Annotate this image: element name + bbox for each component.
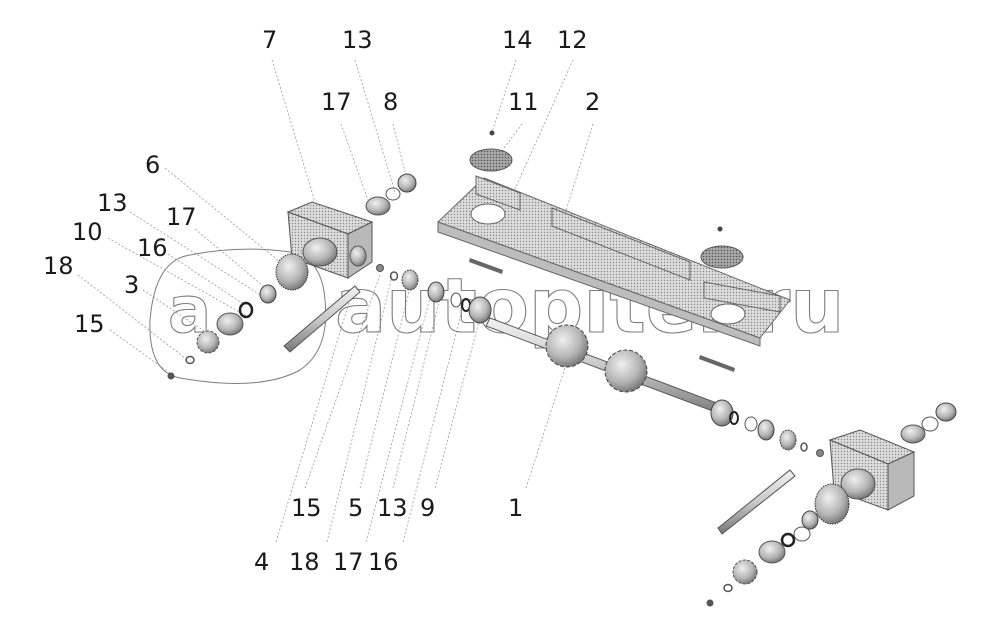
callout-labels: 7 13 14 12 17 8 11 2 6 13 17 10 16 18 3 … <box>43 26 600 576</box>
callout-5: 5 <box>348 494 363 522</box>
nut-left <box>167 372 175 380</box>
bevel-gear-right <box>814 483 850 525</box>
callout-17: 17 <box>166 203 197 231</box>
cover-disc-left <box>469 148 513 172</box>
washer-right <box>800 442 808 452</box>
callout-8: 8 <box>383 88 398 116</box>
flange-top-left <box>365 196 391 216</box>
bearing-top-left <box>397 173 417 193</box>
oring-top-left <box>385 187 401 201</box>
callout-2: 2 <box>585 88 600 116</box>
nut-mid <box>376 264 384 272</box>
callout-3: 3 <box>124 271 139 299</box>
callout-13: 13 <box>97 189 128 217</box>
washer-right-2 <box>723 583 733 593</box>
callout-17: 17 <box>321 88 352 116</box>
seal-left <box>238 301 254 319</box>
callout-13: 13 <box>377 494 408 522</box>
bearing-housing-right <box>710 399 734 427</box>
oring-right-2 <box>793 526 811 542</box>
callout-7: 7 <box>262 26 277 54</box>
oring-top-right <box>921 416 939 432</box>
sprocket-small-right <box>732 559 758 585</box>
screw-right <box>717 226 723 232</box>
washer-left <box>185 355 195 365</box>
sprocket-small-left <box>196 330 220 354</box>
oring-right <box>744 416 758 432</box>
oring-mid <box>450 292 462 308</box>
bearing-right <box>757 419 775 441</box>
callout-15: 15 <box>74 310 105 338</box>
bearing-left-1 <box>259 284 277 304</box>
callout-15: 15 <box>291 494 322 522</box>
bearing-top-right <box>935 402 957 422</box>
flange-top-right <box>900 424 926 444</box>
seal-right-2 <box>780 532 796 548</box>
callout-16: 16 <box>137 234 168 262</box>
callout-14: 14 <box>502 26 533 54</box>
callout-16: 16 <box>368 548 399 576</box>
watermark-logo-outline <box>149 248 327 384</box>
screw-left <box>489 130 495 136</box>
vertical-shaft-right <box>717 469 796 535</box>
bearing-housing-mid <box>468 296 492 324</box>
gearbox-housing-right <box>828 429 916 511</box>
bevel-pinion-right <box>779 429 797 451</box>
callout-12: 12 <box>557 26 588 54</box>
key-strip-right <box>699 355 735 372</box>
callout-1: 1 <box>508 494 523 522</box>
callout-10: 10 <box>72 218 103 246</box>
flange-right <box>758 540 786 564</box>
callout-6: 6 <box>145 151 160 179</box>
leader-lines <box>77 59 594 543</box>
callout-11: 11 <box>508 88 539 116</box>
callout-18: 18 <box>43 252 74 280</box>
callout-18: 18 <box>289 548 320 576</box>
flange-left <box>216 312 244 336</box>
nut-right <box>816 449 824 457</box>
callout-13: 13 <box>342 26 373 54</box>
callout-9: 9 <box>420 494 435 522</box>
callout-17: 17 <box>333 548 364 576</box>
sprocket-2 <box>604 349 648 393</box>
washer-mid <box>389 271 399 281</box>
bearing-right-2 <box>801 510 819 530</box>
main-shaft <box>485 317 731 417</box>
key-strip-left <box>469 258 503 274</box>
callout-4: 4 <box>254 548 269 576</box>
seal-right <box>729 411 739 425</box>
sprocket-1 <box>545 324 589 368</box>
frame-plate <box>437 175 791 347</box>
bevel-gear-left <box>275 253 309 291</box>
vertical-shaft-left <box>283 285 361 353</box>
bevel-pinion-left <box>401 269 419 291</box>
bearing-mid <box>427 281 445 303</box>
cover-disc-right <box>700 245 744 269</box>
nut-right-2 <box>706 599 714 607</box>
